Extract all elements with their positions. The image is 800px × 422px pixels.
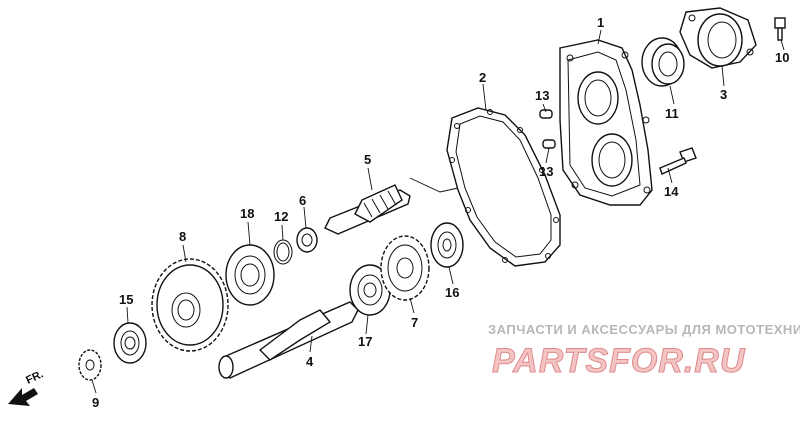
label-part-2: 2 (479, 70, 486, 85)
watermark-logo: PARTSFOR.RU (492, 342, 746, 380)
label-part-18: 18 (240, 206, 254, 221)
label-part-7: 7 (411, 315, 418, 330)
label-part-15: 15 (119, 292, 133, 307)
part-2-gasket (446, 107, 561, 267)
part-3-cap (679, 7, 757, 69)
label-part-12: 12 (274, 209, 288, 224)
callout-labels: 1 2 3 4 5 6 7 8 9 10 11 12 13 13 14 15 1… (92, 15, 789, 410)
label-part-9: 9 (92, 395, 99, 410)
part-1-case-cover (559, 39, 653, 206)
part-5-shaft (324, 177, 459, 235)
label-part-8: 8 (179, 229, 186, 244)
label-part-5: 5 (364, 152, 371, 167)
leader-lines (91, 29, 785, 394)
part-6-collar (296, 227, 318, 253)
label-part-13a: 13 (535, 88, 549, 103)
label-part-10: 10 (775, 50, 789, 65)
label-part-11: 11 (665, 106, 679, 121)
part-14-bolt (659, 147, 697, 175)
part-11-oil-seal (641, 37, 685, 87)
front-arrow-icon (8, 388, 38, 406)
part-4-shaft (218, 301, 359, 379)
label-part-6: 6 (299, 193, 306, 208)
part-16-bearing (430, 222, 464, 268)
part-12-circlip (273, 239, 293, 265)
watermark: ЗАПЧАСТИ И АКСЕССУАРЫ ДЛЯ МОТОТЕХНИКИ PA… (488, 322, 800, 381)
label-part-3: 3 (720, 87, 727, 102)
part-13-dowel-pins (539, 109, 556, 149)
part-9-small-gear (78, 349, 102, 381)
label-part-1: 1 (597, 15, 604, 30)
front-label: FR. (24, 368, 45, 386)
part-15-bearing (113, 322, 147, 364)
part-7-gear (380, 235, 430, 301)
front-indicator: FR. (8, 368, 45, 406)
part-10-bolt (774, 17, 786, 41)
label-part-14: 14 (664, 184, 679, 199)
part-18-bearing (225, 244, 275, 306)
label-part-4: 4 (306, 354, 314, 369)
label-part-13b: 13 (539, 164, 553, 179)
label-part-16: 16 (445, 285, 459, 300)
watermark-caption: ЗАПЧАСТИ И АКСЕССУАРЫ ДЛЯ МОТОТЕХНИКИ (488, 322, 800, 337)
part-8-gear (151, 258, 229, 352)
label-part-17: 17 (358, 334, 372, 349)
